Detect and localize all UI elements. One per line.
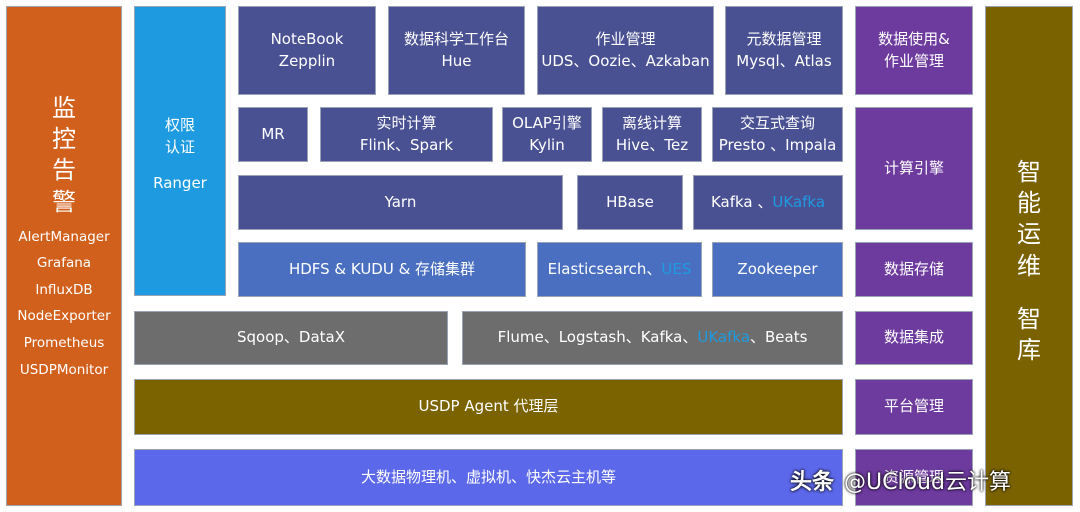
monitoring-tool: USDPMonitor xyxy=(19,361,109,378)
data-integration-label: 数据集成 xyxy=(855,311,973,365)
elasticsearch-block: Elasticsearch、UES xyxy=(537,242,702,297)
monitoring-tool: InfluxDB xyxy=(35,281,93,298)
monitoring-tool: AlertManager xyxy=(18,228,110,245)
monitoring-tool: Grafana xyxy=(36,255,92,272)
flume-logstash-block: Flume、Logstash、Kafka、UKafka、Beats xyxy=(462,311,843,365)
resource-management-label: 资源管理 xyxy=(855,449,973,506)
toutiao-logo: 头条 xyxy=(790,470,835,495)
monitoring-tool: NodeExporter xyxy=(17,308,111,325)
auth-ranger-block: 权限 认证 Ranger xyxy=(134,6,226,296)
sqoop-datax-block: Sqoop、DataX xyxy=(134,311,448,365)
notebook-zepplin-block: NoteBook Zepplin xyxy=(238,6,376,95)
kafka-block: Kafka 、UKafka xyxy=(693,175,843,230)
mr-block: MR xyxy=(238,107,308,162)
data-usage-label: 数据使用& 作业管理 xyxy=(855,6,973,95)
monitoring-tool-list: AlertManager Grafana InfluxDB NodeExport… xyxy=(17,228,110,380)
realtime-compute-block: 实时计算 Flink、Spark xyxy=(320,107,493,162)
intelligent-ops-title: 智 能 运 维 xyxy=(1017,158,1041,280)
zookeeper-block: Zookeeper xyxy=(712,242,843,297)
olap-engine-block: OLAP引擎 Kylin xyxy=(502,107,592,162)
watermark: 头条 @UCloud云计算 xyxy=(790,462,1075,498)
knowledge-base-title: 智 库 xyxy=(1017,304,1041,364)
offline-compute-block: 离线计算 Hive、Tez xyxy=(602,107,702,162)
compute-engine-label: 计算引擎 xyxy=(855,107,973,230)
monitoring-panel: 监 控 告 警 AlertManager Grafana InfluxDB No… xyxy=(6,6,122,506)
hdfs-kudu-block: HDFS & KUDU & 存储集群 xyxy=(238,242,526,297)
interactive-query-block: 交互式查询 Presto 、Impala xyxy=(712,107,843,162)
usdp-agent-block: USDP Agent 代理层 xyxy=(134,379,843,435)
monitoring-tool: Prometheus xyxy=(23,335,105,351)
data-storage-label: 数据存储 xyxy=(855,242,973,297)
platform-management-label: 平台管理 xyxy=(855,379,973,435)
intelligent-ops-panel: 智 能 运 维 智 库 xyxy=(985,6,1073,506)
monitoring-title: 监 控 告 警 xyxy=(52,94,76,216)
job-management-block: 作业管理 UDS、Oozie、Azkaban xyxy=(537,6,714,95)
data-science-hue-block: 数据科学工作台 Hue xyxy=(388,6,525,95)
yarn-block: Yarn xyxy=(238,175,563,230)
hbase-block: HBase xyxy=(577,175,683,230)
watermark-text: @UCloud云计算 xyxy=(844,470,1011,495)
infrastructure-block: 大数据物理机、虚拟机、快杰云主机等 xyxy=(134,449,843,506)
metadata-management-block: 元数据管理 Mysql、Atlas xyxy=(725,6,843,95)
